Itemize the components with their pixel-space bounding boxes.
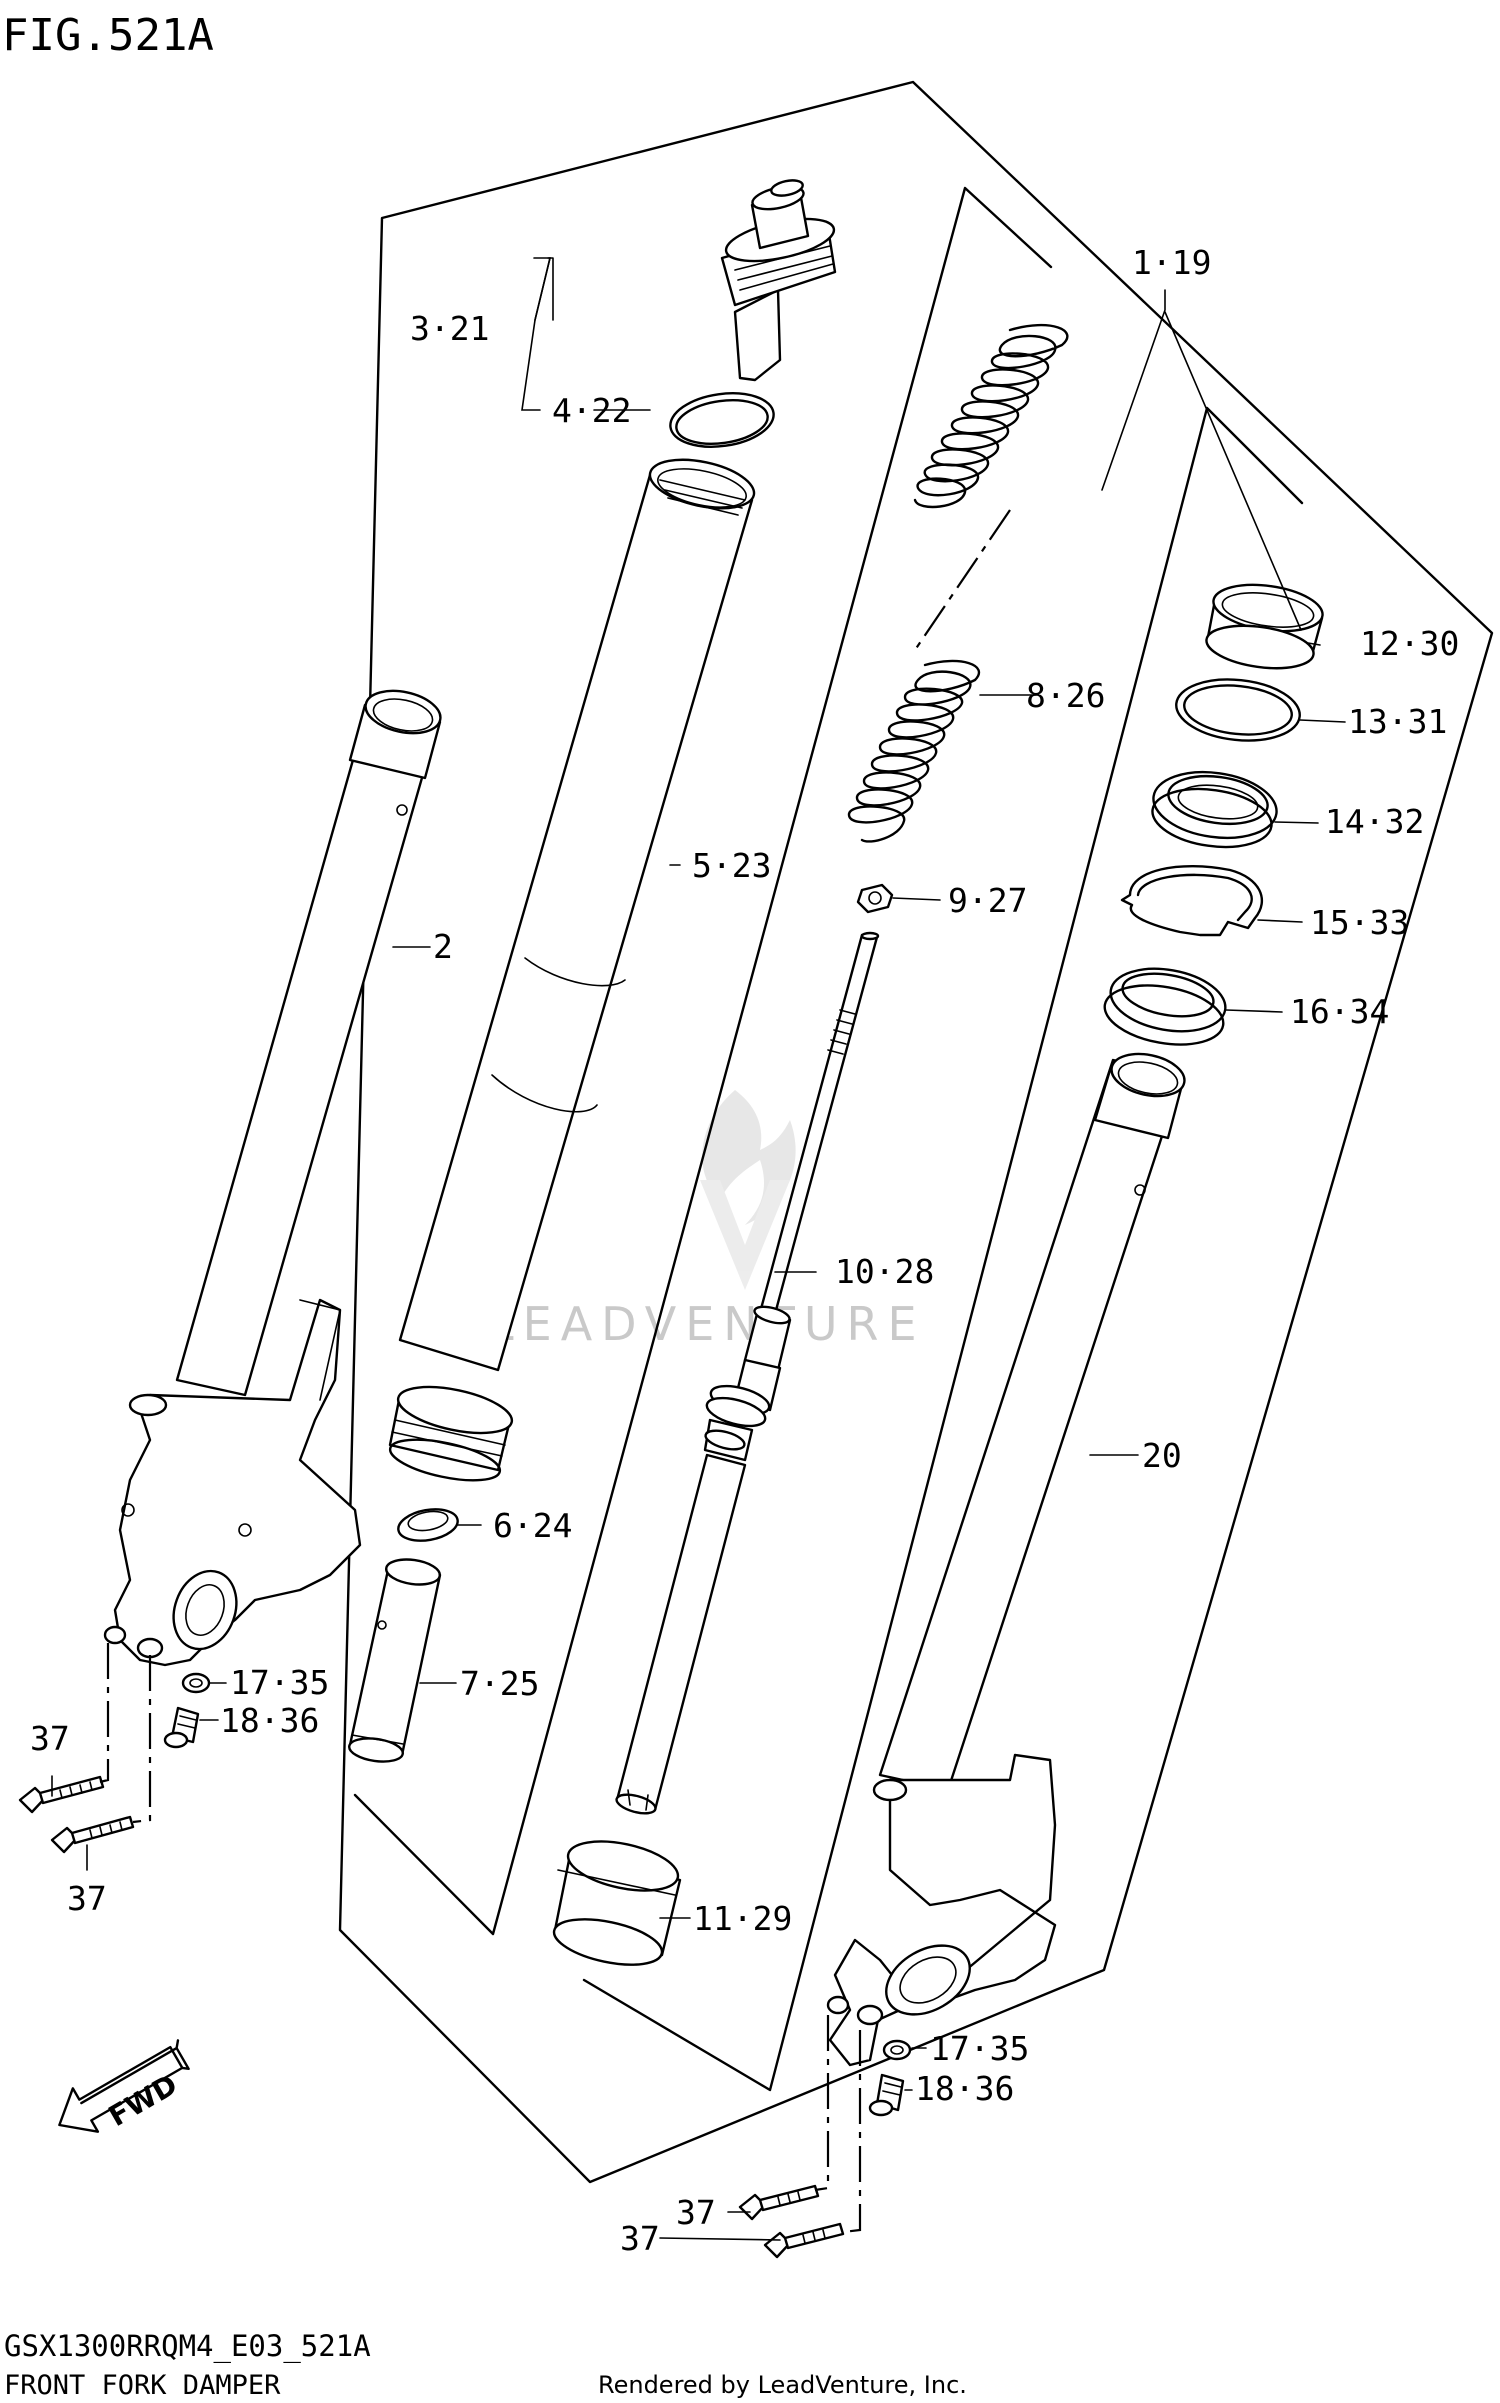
part-17-washer-left — [181, 1672, 211, 1694]
figure-name: FRONT FORK DAMPER — [4, 2370, 281, 2401]
bolt-guide-line-right-2 — [842, 2030, 862, 2234]
callout-6-24: 6·24 — [493, 1506, 572, 1545]
part-37-bolt-left-upper — [18, 1775, 105, 1814]
callout-17-35-right: 17·35 — [930, 2029, 1029, 2068]
callout-5-23: 5·23 — [692, 846, 771, 885]
part-37-bolt-left-lower — [50, 1815, 135, 1854]
callout-2: 2 — [433, 927, 453, 966]
part-3-cap-bolt — [720, 179, 837, 382]
part-12-ring — [1205, 583, 1324, 670]
callout-1-19: 1·19 — [1132, 243, 1211, 282]
part-16-dust-seal — [1103, 967, 1227, 1046]
part-9-lock-nut — [856, 883, 894, 914]
leader-lines — [51, 257, 1346, 2241]
part-37-bolt-right-lower — [763, 2222, 845, 2259]
right-subassembly-frame — [582, 406, 1304, 2092]
fwd-direction-arrow — [58, 2039, 190, 2133]
figure-title: FIG.521A — [2, 10, 214, 61]
part-15-circlip — [1120, 864, 1264, 937]
callout-37-right-lower: 37 — [620, 2219, 660, 2258]
callout-20: 20 — [1142, 1436, 1182, 1475]
part-5-outer-tube — [388, 458, 756, 1482]
callout-18-36-right: 18·36 — [915, 2069, 1014, 2108]
callout-7-25: 7·25 — [460, 1664, 539, 1703]
part-37-bolt-right-upper — [738, 2184, 820, 2221]
callout-4-22: 4·22 — [552, 391, 631, 430]
leadventure-watermark-logo — [700, 1090, 796, 1290]
callout-37-left-lower: 37 — [67, 1879, 107, 1918]
bolt-guide-line-left-2 — [132, 1655, 152, 1824]
callout-13-31: 13·31 — [1348, 702, 1447, 741]
left-subassembly-frame — [353, 186, 1053, 1936]
part-7-bushing — [348, 1558, 442, 1763]
part-17-washer-right — [882, 2039, 912, 2061]
assembly-frame-outline — [338, 80, 1494, 2184]
bolt-guide-line-right-1 — [814, 2015, 830, 2192]
callout-18-36-left: 18·36 — [220, 1701, 319, 1740]
figure-code: GSX1300RRQM4_E03_521A — [4, 2329, 371, 2364]
rendered-by-credit: Rendered by LeadVenture, Inc. — [598, 2371, 967, 2399]
part-18-plug-left — [163, 1706, 200, 1749]
part-13-washer-ring — [1175, 678, 1301, 742]
part-10-damper-rod — [615, 931, 880, 1815]
callout-8-26: 8·26 — [1026, 676, 1105, 715]
part-14-oil-seal — [1151, 770, 1278, 849]
bolt-guide-line-left-1 — [99, 1643, 110, 1784]
callout-12-30: 12·30 — [1360, 624, 1459, 663]
part-11-collar — [552, 1840, 682, 1966]
callout-3-21: 3·21 — [410, 309, 489, 348]
callout-10-28: 10·28 — [835, 1252, 934, 1291]
callout-16-34: 16·34 — [1290, 992, 1389, 1031]
callout-15-33: 15·33 — [1310, 903, 1409, 942]
callout-37-right-upper: 37 — [676, 2193, 716, 2232]
part-4-o-ring — [669, 392, 775, 448]
callout-37-left-upper: 37 — [30, 1719, 70, 1758]
part-18-plug-right — [868, 2073, 905, 2117]
callout-11-29: 11·29 — [693, 1899, 792, 1938]
callout-17-35-left: 17·35 — [230, 1663, 329, 1702]
part-8-fork-spring — [847, 323, 1069, 843]
callout-14-32: 14·32 — [1325, 802, 1424, 841]
part-2-inner-tube-left — [103, 689, 442, 1667]
callout-9-27: 9·27 — [948, 881, 1027, 920]
part-6-washer — [397, 1508, 459, 1542]
watermark-text: LEADVENTURE — [488, 1297, 926, 1351]
part-20-inner-tube-right — [826, 1052, 1186, 2067]
